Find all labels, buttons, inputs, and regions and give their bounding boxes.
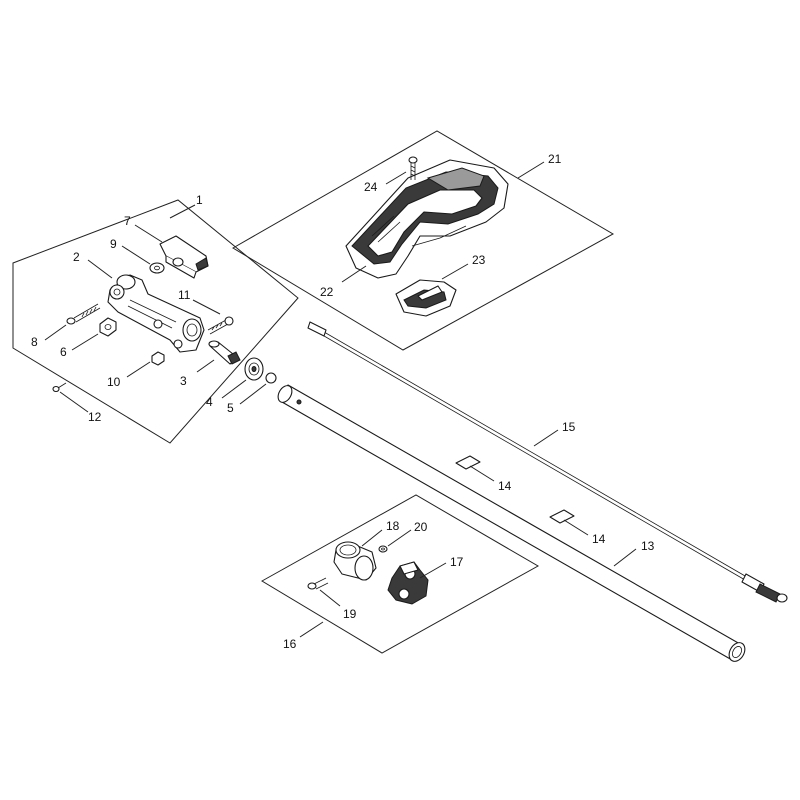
part-23-pad <box>395 279 457 317</box>
callout-18: 18 <box>386 519 400 533</box>
callout-21: 21 <box>548 152 562 166</box>
part-18-tube-clamp <box>333 541 377 581</box>
part-22-handle <box>345 159 509 279</box>
part-10-nut <box>151 351 165 366</box>
callout-5: 5 <box>227 401 234 415</box>
callout-12: 12 <box>88 410 102 424</box>
callout-14a: 14 <box>498 479 512 493</box>
callout-13: 13 <box>641 539 655 553</box>
part-17-bracket <box>387 561 429 605</box>
callout-4: 4 <box>206 395 213 409</box>
callout-1: 1 <box>196 193 203 207</box>
callout-20: 20 <box>414 520 428 534</box>
part-4-bearing <box>244 357 264 381</box>
part-14-decal-a <box>455 455 481 470</box>
callout-23: 23 <box>472 253 486 267</box>
callout-15: 15 <box>562 420 576 434</box>
part-2-coupling-housing <box>107 274 205 353</box>
callout-6: 6 <box>60 345 67 359</box>
part-8-bolt <box>66 303 101 325</box>
callout-22: 22 <box>320 285 334 299</box>
part-13-shaft-tube <box>277 384 746 662</box>
callout-10: 10 <box>107 375 121 389</box>
callout-7: 7 <box>124 214 131 228</box>
leader-lines <box>44 161 637 638</box>
part-6-collar <box>99 317 117 337</box>
group-1-frame <box>12 199 299 444</box>
part-11-screw <box>207 316 234 335</box>
callout-9: 9 <box>110 237 117 251</box>
part-24-screw <box>408 156 418 180</box>
part-5-snap-ring <box>265 372 277 384</box>
part-3-pin <box>208 340 241 365</box>
callout-24: 24 <box>364 180 378 194</box>
part-14-decal-b <box>549 509 575 524</box>
part-9-washer <box>149 262 165 274</box>
part-12-screw <box>52 382 67 393</box>
callout-11: 11 <box>178 288 191 302</box>
part-20-nut <box>378 545 388 553</box>
callout-14b: 14 <box>592 532 606 546</box>
callout-17: 17 <box>450 555 464 569</box>
group-21-frame <box>232 130 615 351</box>
part-7-clamp <box>159 235 209 279</box>
group-16-frame <box>261 494 540 654</box>
callout-19: 19 <box>343 607 357 621</box>
callout-16: 16 <box>283 637 297 651</box>
part-15-drive-cable <box>307 321 788 603</box>
callout-3: 3 <box>180 374 187 388</box>
callout-8: 8 <box>31 335 38 349</box>
part-19-screw <box>307 577 329 590</box>
callout-2: 2 <box>73 250 80 264</box>
